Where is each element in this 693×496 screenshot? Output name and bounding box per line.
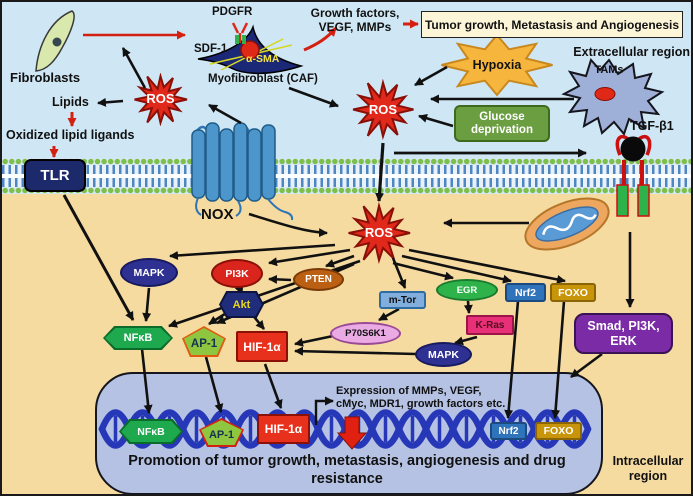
- tlr-box: TLR: [24, 159, 86, 192]
- kras-node: K-Ras: [466, 315, 514, 335]
- mapk2-node: MAPK: [415, 342, 472, 367]
- nrf2-node: Nrf2: [505, 283, 546, 302]
- growth-factors-label: Growth factors, VEGF, MMPs: [305, 6, 405, 34]
- pten-node: PTEN: [293, 268, 344, 291]
- glucose-deprivation-box: Glucose deprivation: [454, 105, 550, 142]
- ap1-dna-node: AP-1: [199, 418, 244, 447]
- intracellular-region-label: Intracellular region: [612, 454, 684, 483]
- hif1a-node: HIF-1α: [236, 331, 288, 362]
- promotion-text: Promotion of tumor growth, metastasis, a…: [128, 453, 566, 487]
- mitochondria-shape: [524, 197, 610, 251]
- expression-text: Expression of MMPs, VEGF, cMyc, MDR1, gr…: [336, 385, 505, 411]
- akt-node: Akt: [219, 291, 264, 318]
- oxidized-lipid-ligands-label: Oxidized lipid ligands: [6, 128, 135, 142]
- hypoxia-star-shape: [441, 33, 553, 97]
- membrane-inner-leaflet: [2, 187, 691, 194]
- expression-line1: Expression of MMPs, VEGF,: [336, 385, 482, 397]
- hypoxia-label: Hypoxia: [472, 58, 522, 72]
- growth-factors-line1: Growth factors,: [310, 6, 400, 20]
- tams-cell-shape: [561, 58, 665, 137]
- pi3k-node: PI3K: [211, 259, 263, 288]
- myofibroblast-label: Myofibroblast (CAF): [208, 73, 318, 85]
- fibroblasts-label: Fibroblasts: [10, 70, 81, 85]
- lipids-label: Lipids: [52, 95, 89, 109]
- red-arrows: [49, 19, 419, 158]
- alpha-sma-label: α-SMA: [246, 53, 280, 65]
- outcome-box: Tumor growth, Metastasis and Angiogenesi…: [421, 11, 683, 38]
- smad-pi3k-erk-node: Smad, PI3K, ERK: [574, 313, 673, 354]
- p70s6k1-node: P70S6K1: [330, 322, 401, 345]
- membrane-outer-leaflet: [2, 158, 691, 165]
- nox-protein-shape: [191, 122, 294, 221]
- sdf1-label: SDF-1: [194, 43, 228, 55]
- growth-factors-line2: VEGF, MMPs: [318, 20, 392, 34]
- transcription-down-arrow: [336, 416, 368, 450]
- mtor-node: m-Tor: [379, 291, 426, 309]
- nox-label: NOX: [201, 206, 234, 223]
- foxo-node: FOXO: [550, 283, 596, 302]
- nfkb-dna-node: NFκB: [119, 419, 183, 444]
- foxo-dna-node: FOXO: [535, 422, 582, 440]
- hif1a-dna-node: HIF-1α: [257, 414, 310, 444]
- fibroblast-cell-shape: [35, 10, 75, 72]
- plasma-membrane: [2, 158, 691, 194]
- nrf2-dna-node: Nrf2: [490, 422, 527, 440]
- extracellular-region-label: Extracellular region: [573, 45, 690, 59]
- pdgfr-label: PDGFR: [212, 6, 253, 18]
- nfkb-node: NFκB: [103, 326, 173, 350]
- ap1-node: AP-1: [182, 326, 226, 357]
- expression-line2: cMyc, MDR1, growth factors etc.: [336, 398, 506, 410]
- tgfb-receptor-icon: [615, 134, 652, 217]
- lipid-bilayer: [2, 165, 691, 187]
- pdgfr-receptor-icon: [231, 22, 249, 44]
- ros-cytoplasm-label: ROS: [364, 225, 394, 240]
- tgfb1-label: TGF-β1: [630, 119, 674, 133]
- ros-top-label: ROS: [368, 102, 398, 117]
- mapk-node: MAPK: [120, 258, 178, 287]
- tams-label: TAMs: [594, 64, 624, 76]
- ros-left-label: ROS: [146, 91, 175, 106]
- egr-node: EGR: [436, 279, 498, 301]
